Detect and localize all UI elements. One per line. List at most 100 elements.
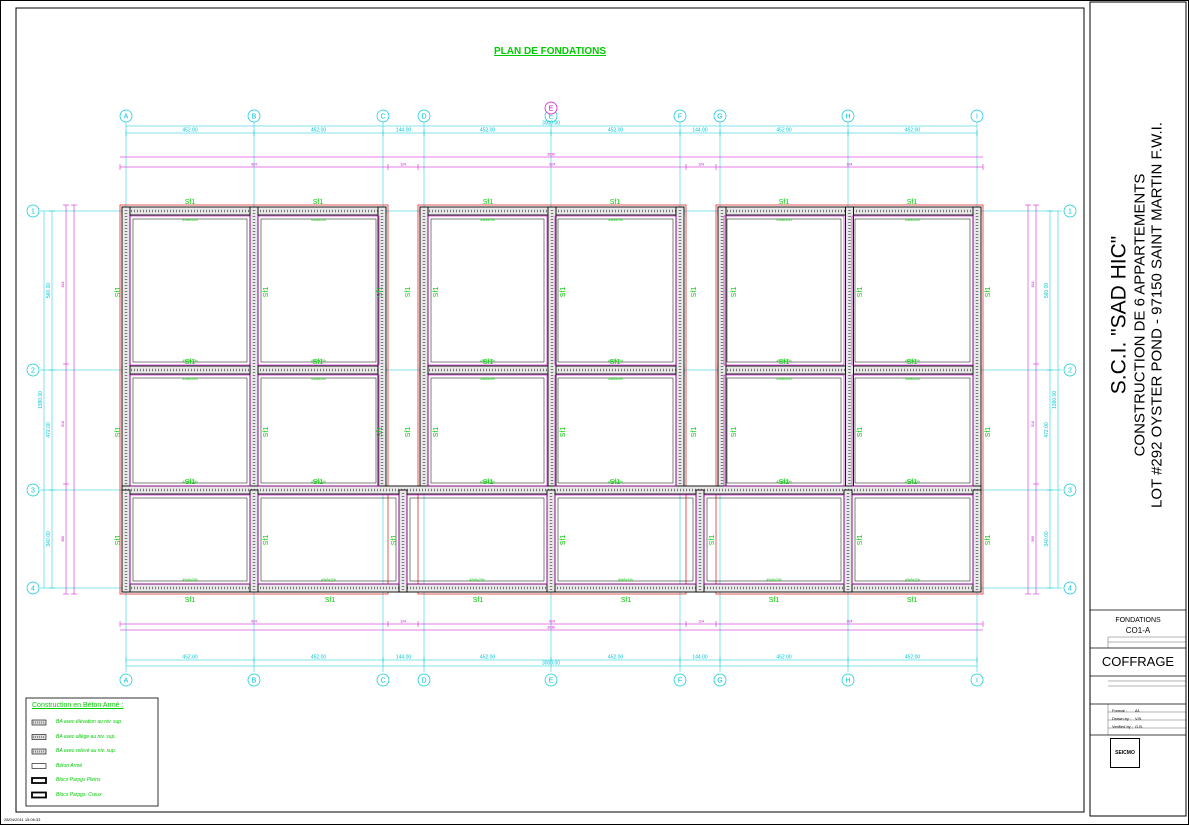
beam-label: 45x8x20h (182, 480, 197, 484)
beam-label: 45x8x20h (618, 578, 633, 582)
dimension-label: 472.00 (46, 422, 52, 438)
legend-swatch (31, 763, 47, 769)
beam-label: 45x8x20h (776, 218, 791, 222)
footing-label: Sf1 (985, 535, 992, 546)
footing-label: Sf1 (709, 535, 716, 546)
axis-bubble-label: C (380, 678, 385, 685)
dimension-label: 1380.00 (38, 391, 44, 409)
sheet-type: COFFRAGE (1101, 654, 1175, 669)
footing-label: Sf1 (377, 427, 384, 438)
dimension-label: 452.00 (776, 128, 792, 134)
footing-label: Sf1 (610, 199, 621, 206)
room-inner (260, 497, 397, 582)
project-block: S.C.I. "SAD HIC" CONSTRUCTION DE 6 APPAR… (1094, 20, 1180, 610)
footing-label: Sf1 (391, 535, 398, 546)
legend-item-label: Blocs Parpgs. Creux (56, 791, 102, 798)
room-outline (554, 215, 677, 366)
axis-bubble-label: B (252, 114, 257, 121)
dimension-label: 924 (847, 620, 853, 624)
footing-label: Sf1 (115, 535, 122, 546)
axis-bubble (1063, 204, 1077, 218)
axis-bubble-label: E (549, 114, 554, 121)
room-outline (723, 215, 845, 366)
room-inner (557, 497, 694, 582)
axis-bubble (841, 109, 855, 123)
footing-label: Sf1 (560, 427, 567, 438)
axis-bubble-label: 2 (31, 368, 35, 375)
dimension-label: 452.00 (905, 655, 921, 661)
beam-label: 45x8x20h (311, 377, 326, 381)
beam-label: 45x8x20h (311, 218, 326, 222)
footing-label: Sf1 (769, 597, 780, 604)
room-inner (854, 377, 971, 484)
dimension-label: 3000.00 (542, 661, 560, 667)
title-block (1090, 609, 1186, 736)
footing-label: Sf1 (433, 287, 440, 298)
beam-label: 45x8x20h (480, 359, 495, 363)
footing-label: Sf1 (405, 427, 412, 438)
room-outline (427, 374, 548, 487)
beam-label: 45x8x20h (905, 359, 920, 363)
axis-bubble-label: 3 (31, 488, 35, 495)
legend-item-label: BA avec relevé au niv. sup. (56, 748, 117, 754)
axis-bubble (417, 673, 431, 687)
axis-bubble-label: 1 (1068, 209, 1072, 216)
room-outline (129, 494, 251, 585)
dimension-label: 518 (61, 421, 65, 427)
footing-label: Sf1 (560, 287, 567, 298)
beam-label: 45x8x20h (776, 377, 791, 381)
axis-bubble (713, 109, 727, 123)
footing-label: Sf1 (115, 287, 122, 298)
dimension-label: 924 (549, 620, 555, 624)
beam-label: 45x8x20h (311, 359, 326, 363)
beam-label: 45x8x20h (469, 578, 484, 582)
dimension-label: 124 (698, 163, 704, 167)
footing-label: Sf1 (560, 535, 567, 546)
beam-label: 45x8x20h (480, 480, 495, 484)
footing-label: Sf1 (857, 287, 864, 298)
dimension-label: 366 (61, 536, 65, 542)
dimension-label: 340.00 (1044, 531, 1050, 547)
axis-bubble (119, 109, 133, 123)
room-outline (723, 374, 845, 487)
dimension-label: 452.00 (776, 655, 792, 661)
room-outline (257, 374, 380, 487)
footing-label: Sf1 (483, 199, 494, 206)
axis-bubble-label: 1 (31, 209, 35, 216)
legend-swatch (31, 791, 47, 799)
dimension-label: 452.00 (608, 128, 624, 134)
dimension-label: 124 (400, 620, 406, 624)
axis-bubble-label: F (678, 114, 682, 121)
footing-outline (715, 204, 984, 595)
room-outline (851, 215, 974, 366)
dimension-label: 3030 (547, 626, 555, 630)
project-description: CONSTRUCTION DE 6 APPARTEMENTS (1131, 173, 1149, 457)
dimension-label: 452.00 (608, 655, 624, 661)
axis-bubble-label: A (124, 678, 129, 685)
dimension-label: 560.00 (46, 283, 52, 299)
legend-item-label: BA avec allège au niv. sup. (56, 733, 116, 740)
room-outline (129, 215, 251, 366)
dimension-label: 560.00 (1044, 283, 1050, 299)
legend-item-label: BA avec élévation au niv. sup. (56, 719, 123, 725)
axis-bubble (417, 109, 431, 123)
footing-label: Sf1 (779, 199, 790, 206)
room-inner (132, 377, 248, 484)
footing-label: Sf1 (263, 287, 270, 298)
room-outline (851, 374, 974, 487)
beam-label: 45x8x20h (182, 359, 197, 363)
room-inner (430, 377, 545, 484)
dimension-label: 144.00 (396, 128, 412, 134)
beam-label: 45x8x20h (182, 218, 197, 222)
beam-label: 45x8x20h (608, 480, 623, 484)
room-inner (260, 218, 377, 363)
dimension-label: 340.00 (46, 531, 52, 547)
footing-outline (417, 204, 687, 595)
room-inner (260, 377, 377, 484)
axis-bubble (376, 673, 390, 687)
axis-bubble-label: E (549, 678, 554, 685)
footing-label: Sf1 (907, 479, 918, 486)
legend-item-label: Béton Armé (56, 762, 83, 769)
